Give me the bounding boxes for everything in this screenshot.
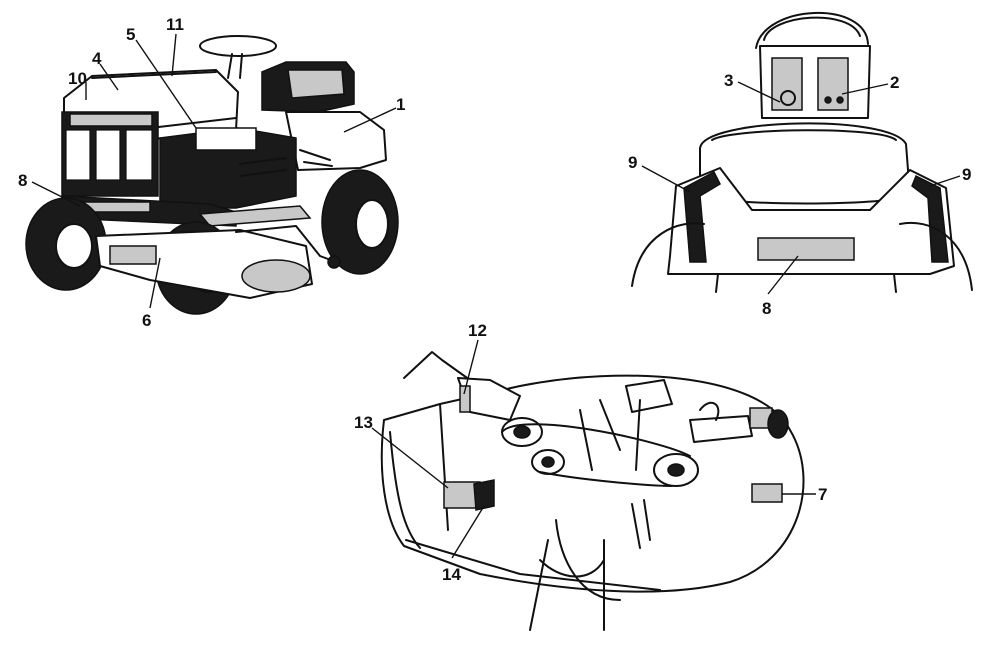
deck-decal-14 — [473, 479, 495, 511]
callout-6: 6 — [142, 311, 151, 330]
hood-logo-decal — [195, 127, 257, 151]
callout-12: 12 — [468, 321, 487, 340]
rear-fender — [285, 111, 387, 171]
callout-8-front: 8 — [18, 171, 27, 190]
tension-spring — [631, 499, 651, 549]
tractor-rear-view — [631, 12, 973, 293]
callouts: 1 2 3 4 5 6 7 8 8 9 9 10 11 12 13 14 — [18, 15, 971, 584]
callout-9-right: 9 — [962, 165, 971, 184]
deck-decal-7 — [751, 483, 783, 503]
rear-tire-left — [631, 222, 705, 287]
rear-fender-body — [667, 167, 955, 275]
mower-deck-view — [380, 351, 805, 631]
rear-tire-right — [899, 222, 973, 291]
callout-5: 5 — [126, 25, 135, 44]
deck-lift-handle — [403, 351, 471, 381]
rear-steering-wheel — [763, 16, 861, 41]
seat-back — [699, 122, 911, 205]
callout-13: 13 — [354, 413, 373, 432]
tractor-front-view — [25, 35, 399, 315]
deck-cable — [555, 519, 621, 601]
deck-decal-13 — [443, 481, 481, 509]
callout-10: 10 — [68, 69, 87, 88]
callout-1: 1 — [396, 95, 405, 114]
callout-9-left: 9 — [628, 153, 637, 172]
callout-3: 3 — [724, 71, 733, 90]
rear-decal-plate — [757, 237, 855, 261]
callout-4: 4 — [92, 49, 102, 68]
drive-belt — [501, 423, 691, 457]
callout-14: 14 — [442, 565, 461, 584]
callout-11: 11 — [166, 15, 184, 34]
decal-2-panel — [817, 57, 849, 111]
fender-decal-right — [911, 174, 949, 263]
fender-decal-left — [683, 170, 721, 263]
leader-lines — [31, 33, 961, 559]
callout-8-rear: 8 — [762, 299, 771, 318]
decal-3-panel — [771, 57, 803, 111]
callout-7: 7 — [818, 485, 827, 504]
callout-2: 2 — [890, 73, 899, 92]
steering-wheel — [199, 35, 277, 57]
